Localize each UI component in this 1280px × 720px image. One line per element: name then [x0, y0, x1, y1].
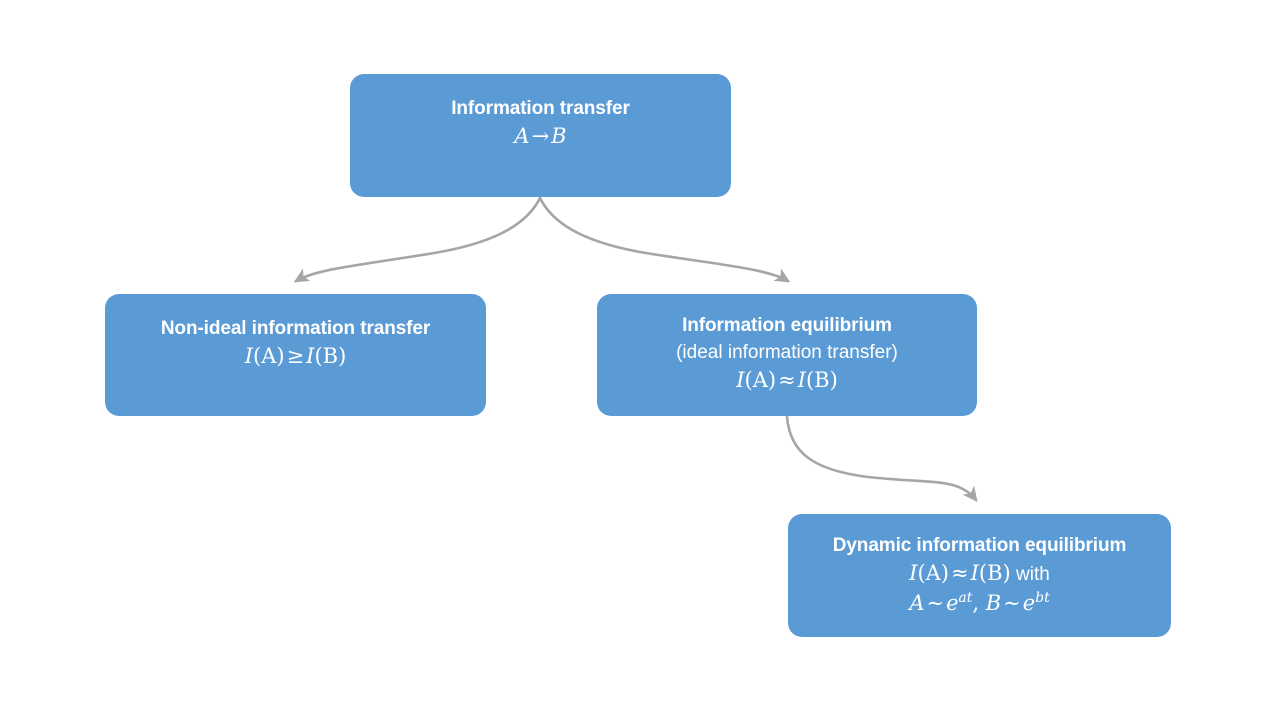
formula-a-var: A: [909, 591, 925, 615]
node-information-transfer-formula: A→B: [350, 122, 731, 151]
formula-lhs-arg: (A): [917, 561, 950, 585]
formula-rhs-func: I: [797, 368, 806, 392]
node-dynamic-information-equilibrium-title: Dynamic information equilibrium: [832, 535, 1127, 556]
formula-rhs-arg: (B): [978, 561, 1011, 585]
formula-lhs-func: I: [244, 344, 253, 368]
node-information-equilibrium-subtitle: (ideal information transfer): [676, 342, 898, 363]
formula-operator: ≈: [951, 561, 969, 585]
formula-b-var: B: [985, 591, 1002, 615]
formula-operator: →: [531, 124, 550, 148]
formula-b-exponent: bt: [1035, 590, 1050, 606]
formula-lhs-arg: (A): [744, 368, 777, 392]
node-information-equilibrium[interactable]: Information equilibrium (ideal informati…: [597, 294, 977, 416]
node-information-transfer[interactable]: Information transfer A→B: [350, 74, 731, 197]
connector-information-transfer-to-information-equilibrium: [538, 196, 791, 283]
formula-rhs-arg: (B): [314, 344, 347, 368]
node-non-ideal-information-transfer[interactable]: Non-ideal information transfer I(A)≥I(B): [105, 294, 486, 416]
formula-lhs-func: I: [736, 368, 745, 392]
connector-information-equilibrium-to-dynamic-equilibrium: [785, 415, 978, 503]
formula-lhs-arg: (A): [253, 344, 285, 368]
node-non-ideal-information-transfer-title: Non-ideal information transfer: [160, 318, 431, 339]
formula-operator: ≈: [778, 368, 796, 392]
formula-separator: ,: [972, 591, 986, 615]
node-dynamic-information-equilibrium[interactable]: Dynamic information equilibrium I(A)≈I(B…: [788, 514, 1171, 637]
formula-a-operator: ∼: [926, 591, 945, 615]
node-information-transfer-title: Information transfer: [451, 98, 630, 119]
formula-rhs: B: [551, 124, 567, 148]
formula-lhs-func: I: [909, 561, 918, 585]
connector-information-transfer-to-non-ideal: [293, 196, 542, 283]
formula-rhs-func: I: [970, 561, 979, 585]
formula-a-exponent: at: [958, 590, 973, 606]
formula-a-base: e: [946, 591, 959, 615]
node-dynamic-information-equilibrium-formula-line2: A∼eat, B∼ebt: [788, 589, 1171, 618]
formula-with-word: with: [1016, 564, 1050, 585]
formula-b-operator: ∼: [1003, 591, 1021, 615]
formula-operator: ≥: [286, 344, 305, 368]
formula-rhs-func: I: [306, 344, 315, 368]
node-dynamic-information-equilibrium-formula-line1: I(A)≈I(B) with: [788, 559, 1171, 589]
formula-rhs-arg: (B): [805, 368, 838, 392]
node-information-equilibrium-formula: I(A)≈I(B): [597, 366, 977, 395]
formula-lhs: A: [514, 124, 530, 148]
node-non-ideal-information-transfer-formula: I(A)≥I(B): [105, 342, 486, 371]
formula-b-base: e: [1022, 591, 1036, 615]
node-information-equilibrium-title: Information equilibrium: [682, 315, 892, 336]
